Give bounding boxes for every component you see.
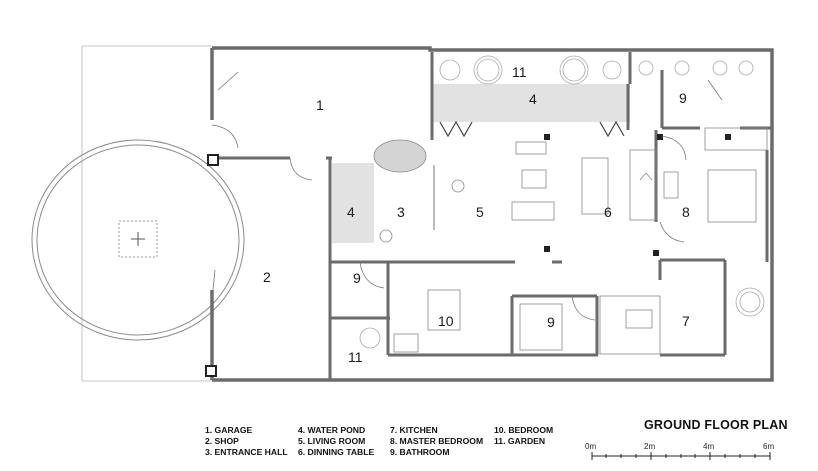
room-11b-label: 11 [348,349,363,365]
room-10-label: 10 [438,313,454,329]
room-9a-label: 9 [353,270,361,286]
scale-bar [591,452,771,460]
legend-item: 10. BEDROOM [494,425,554,435]
room-7-label: 7 [682,313,690,329]
legend-item: 7. KITCHEN [390,425,438,435]
room-6-label: 6 [604,204,612,220]
legend-item: 8. MASTER BEDROOM [390,436,484,446]
room-5-label: 5 [476,204,484,220]
legend-item: 1. GARAGE [205,425,253,435]
furniture [373,127,768,355]
room-2-label: 2 [263,269,271,285]
doors [211,71,723,321]
garden-shrubs [359,55,765,349]
plan-title: GROUND FLOOR PLAN [644,418,788,432]
legend-col-2: 4. WATER POND 5. LIVING ROOM 6. DINNING … [298,425,374,458]
legend-col-3: 7. KITCHEN 8. MASTER BEDROOM 9. BATHROOM [390,425,483,458]
room-labels: 1 2 3 4 4 5 6 7 8 9 9 9 10 11 11 [263,64,690,365]
room-1-label: 1 [316,97,324,113]
legend-item: 5. LIVING ROOM [298,436,366,446]
columns [205,134,731,377]
legend-item: 4. WATER POND [298,425,366,435]
legend-item: 11. GARDEN [494,436,546,446]
scale-label-0: 0m [585,442,597,451]
legend-item: 6. DINNING TABLE [298,447,375,457]
legend-item: 2. SHOP [205,436,239,446]
room-8-label: 8 [682,204,690,220]
scale-label-4: 4m [703,442,715,451]
room-4b-label: 4 [529,91,537,107]
scale-label-2: 2m [644,442,656,451]
legend-item: 3. ENTRANCE HALL [205,447,288,457]
inner-walls [212,52,772,380]
room-11a-label: 11 [512,64,527,80]
site-lines [81,45,212,382]
circular-drive [31,139,245,341]
legend-col-1: 1. GARAGE 2. SHOP 3. ENTRANCE HALL [205,425,288,458]
room-3-label: 3 [397,204,405,220]
room-9c-label: 9 [679,90,687,106]
room-9b-label: 9 [547,314,555,330]
room-4a-label: 4 [347,204,355,220]
water-pond-fill [332,84,630,243]
legend-item: 9. BATHROOM [390,447,450,457]
kitchen-block [629,149,679,221]
folding-doors [439,120,625,138]
scale-label-6: 6m [763,442,775,451]
legend-col-4: 10. BEDROOM 11. GARDEN [494,425,553,447]
